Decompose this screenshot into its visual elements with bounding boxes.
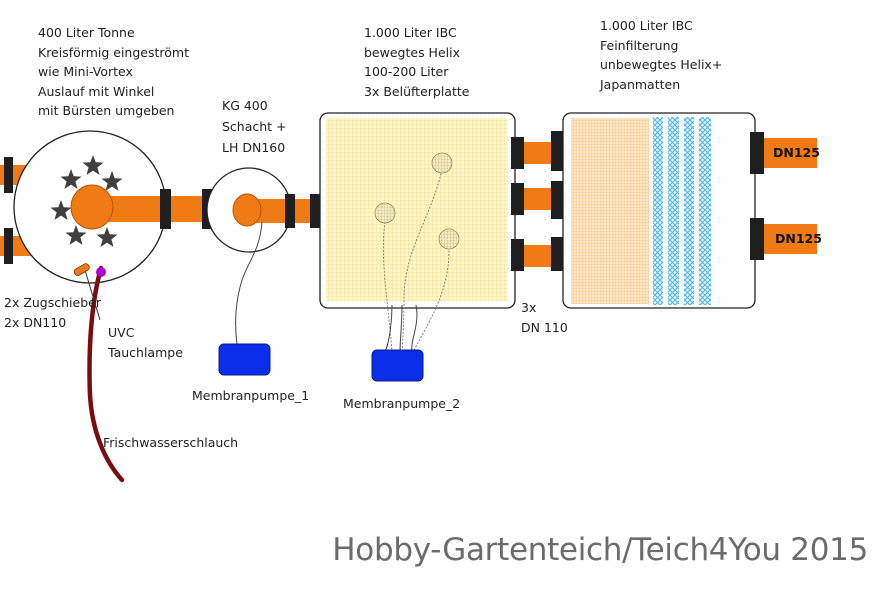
membranpumpe-2 (371, 349, 424, 382)
label-dn125-top: DN125 (773, 145, 820, 160)
pump-line (411, 304, 418, 353)
fitting-dn110-2b (551, 181, 563, 219)
japanmatte-3 (684, 117, 694, 305)
uvc-dot (96, 267, 106, 277)
belueefterplatte-1 (374, 202, 396, 224)
label-line: Feinfilterung (600, 37, 679, 53)
air-line (382, 221, 393, 353)
label-ibc2: 1.000 Liter IBC Feinfilterung unbewegtes… (600, 16, 722, 94)
dn125-outlets (750, 132, 817, 260)
label-line: KG 400 (222, 98, 268, 113)
ibc1-helix-fill (326, 118, 508, 301)
star-icon (50, 200, 72, 220)
inlet-fitting-top (4, 157, 13, 193)
ibc1-section (319, 112, 516, 353)
japanmatte-2 (668, 117, 679, 305)
label-line: mit Bürsten umgeben (38, 103, 175, 118)
pipe-dn125-bottom (760, 224, 817, 254)
label-line: Tauchlampe (108, 344, 183, 360)
uvc-cable (84, 269, 101, 321)
ibc2-section (562, 112, 756, 309)
uvc-lamp (73, 263, 90, 276)
japanmatte-1 (653, 117, 663, 305)
label-ibc1: 1.000 Liter IBC bewegtes Helix 100-200 L… (364, 23, 469, 101)
label-line: unbewegtes Helix+ (600, 57, 723, 72)
label-dn125-bottom: DN125 (775, 231, 822, 246)
label-dn110: 3x DN 110 (521, 298, 568, 337)
air-line (401, 169, 443, 353)
tonne-outlet (70, 184, 114, 230)
pump-line (399, 304, 403, 353)
label-line: Auslauf mit Winkel (38, 83, 155, 99)
tonne-section (0, 130, 218, 483)
belueefterplatte-2 (431, 152, 453, 174)
label-kg: KG 400 Schacht + LH DN160 (222, 95, 287, 158)
label-line: Kreisförmig eingeströmt (38, 44, 189, 60)
star-icon (60, 169, 82, 189)
pump-line (384, 304, 393, 353)
label-line: 2x DN110 (4, 314, 67, 330)
label-line: UVC (108, 325, 135, 340)
kg-air-line (235, 221, 263, 346)
membranpumpe-1 (218, 343, 271, 376)
label-line: 3x Belüfterplatte (364, 83, 470, 99)
ibc1-pump-lines (384, 304, 418, 353)
label-line: 1.000 Liter IBC (364, 25, 457, 40)
label-line: 1.000 Liter IBC (600, 18, 693, 33)
watermark: Hobby-Gartenteich/Teich4You 2015 (332, 532, 868, 568)
label-membranpumpe-1: Membranpumpe_1 (192, 388, 310, 403)
fitting-dn110-1b (551, 131, 563, 171)
fitting-dn110-3b (551, 237, 563, 271)
star-icon (96, 227, 118, 247)
fitting-dn110-2a (511, 183, 524, 215)
label-line: Japanmatten (600, 76, 681, 92)
pipe-dn125-top (760, 138, 817, 168)
label-line: 2x Zugschieber (4, 295, 101, 310)
japanmatte-4 (699, 117, 711, 305)
label-tonne: 400 Liter Tonne Kreisförmig eingeströmt … (38, 23, 189, 121)
label-line: bewegtes Helix (364, 44, 460, 60)
frischwasserschlauch (87, 265, 125, 483)
label-line: DN 110 (521, 319, 568, 335)
star-icon (82, 155, 104, 175)
label-line: 3x (521, 300, 537, 315)
label-line: Schacht + (222, 119, 287, 134)
fitting-kg-outlet (285, 194, 295, 228)
label-line: 400 Liter Tonne (38, 25, 135, 40)
label-line: wie Mini-Vortex (38, 64, 133, 79)
fitting-dn110-3a (511, 239, 524, 271)
fitting-dn125-bottom (750, 218, 764, 260)
fitting-dn110-1a (511, 137, 524, 169)
label-uvc: UVC Tauchlampe (108, 323, 183, 362)
ibc2-helix-fill (571, 118, 649, 304)
label-frischwasserschlauch: Frischwasserschlauch (103, 435, 239, 450)
inlet-fitting-bottom (4, 228, 13, 264)
belueefterplatte-3 (438, 228, 460, 250)
label-line: 100-200 Liter (364, 64, 449, 79)
kg-section (206, 167, 322, 346)
kg-inlet (232, 193, 262, 227)
fitting-dn125-top (750, 132, 764, 174)
ibc1-air-lines (382, 169, 450, 353)
label-membranpumpe-2: Membranpumpe_2 (343, 396, 461, 411)
star-icon (101, 171, 123, 191)
star-icon (65, 225, 87, 245)
label-zugschieber: 2x Zugschieber 2x DN110 (4, 293, 101, 332)
dn110-connections (511, 131, 568, 271)
label-line: LH DN160 (222, 140, 286, 155)
fitting-tonne-wall (160, 189, 171, 229)
fitting-ibc1-inlet (310, 194, 322, 228)
